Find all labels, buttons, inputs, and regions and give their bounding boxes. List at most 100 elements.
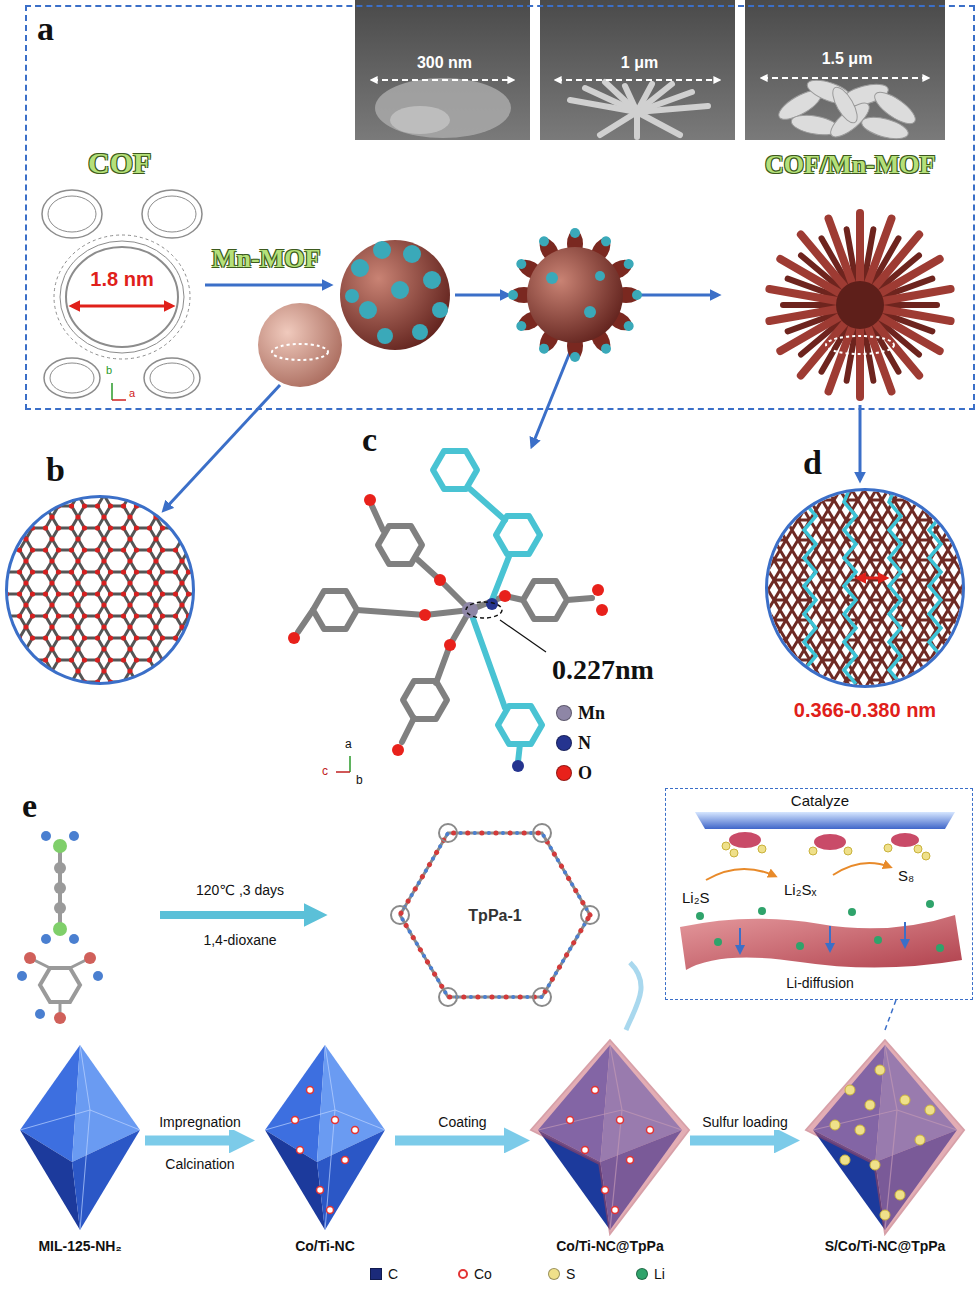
process-label: Mn-MOF [212,244,320,274]
molecule-structure [434,574,446,586]
mof-sphere [412,324,428,340]
material-name: MIL-125-NH₂ [38,1238,121,1254]
molecule-structure [592,584,604,596]
cof-framework [581,906,599,924]
process-arrow [164,385,280,510]
catalysis-scheme [696,900,944,952]
molecule-structure [288,451,608,772]
sem-image: 1 μm [542,2,737,142]
sem-photo [605,82,637,112]
legend-sample [458,1269,468,1279]
process-label: Calcination [165,1156,234,1172]
legend-swatch [556,765,572,781]
catalysis-scheme [936,944,944,952]
material-node: MIL-125-NH₂ [15,1030,145,1260]
monomer-model [24,952,36,964]
cof-structure [50,363,94,393]
catalysis-scheme [844,847,852,855]
material-name: S/Co/Ti-NC@TpPa [825,1238,946,1254]
cof-framework [533,824,551,842]
mof-sphere [351,259,369,277]
legend-item: Li [636,1266,665,1282]
cof-structure [42,190,102,238]
molecule-structure [486,598,498,610]
molecule-structure [288,494,608,756]
legend-swatch [548,1268,560,1280]
scale-bar-label: 1.5 μm [822,50,873,68]
mof-sphere [340,240,450,350]
panel-letter: d [803,443,822,482]
molecule-structure [496,516,540,554]
dimension-label: 0.366-0.380 nm [794,699,936,722]
axis-label: a [129,387,135,400]
urchin-structure [826,336,894,354]
axis-mark [111,383,113,400]
composite-lattice [804,488,941,684]
octahedron-particle [900,1095,910,1105]
catalysis-scheme [739,928,741,952]
molecule-structure [372,506,383,530]
sem-photo [762,77,928,79]
cof-framework [400,833,590,997]
monomer-model [53,922,67,936]
octahedron-particle [582,1147,589,1154]
octahedron-particle [845,1085,855,1095]
molecule-structure [392,744,404,756]
octahedron-particle [915,1135,925,1145]
octahedron-particle [840,1155,850,1165]
molecule-structure [470,489,520,762]
octahedron-particle [830,1120,840,1130]
monomer-model [84,952,96,964]
urchin-structure [836,281,884,329]
monomer-model [69,831,79,841]
octahedron-particle [297,1147,304,1154]
process-arrow [395,1135,516,1145]
mof-sphere [584,306,596,318]
octahedron-particle [332,1117,339,1124]
sem-photo [540,0,735,140]
legend-text: S [566,1266,575,1282]
composite-lattice [765,488,965,688]
cof-framework [439,988,457,1006]
molecule-structure [419,609,431,621]
material-node: Co/Ti-NC [255,1030,395,1260]
octahedron-particle [880,1210,890,1220]
composite-lattice [889,488,901,684]
process-arrow [164,285,860,510]
process-label: Li-diffusion [786,975,853,991]
octahedron-particle [307,1087,314,1094]
assembly-link [626,963,641,1030]
urchin-structure [769,213,950,397]
molecule-structure [523,581,567,619]
process-arrow [205,284,330,287]
octahedron-particle [342,1157,349,1164]
axis-label: c [322,765,328,779]
cof-framework [391,906,409,924]
sem-image: 1.5 μm [747,2,947,142]
molecule-structure [500,620,546,652]
molecule-structure [470,610,505,708]
molecule-structure [498,706,542,744]
panel-letter: b [46,450,65,489]
mof-sphere [373,241,391,259]
octahedron-particle [806,1040,964,1234]
composite-lattice [765,488,965,688]
catalysis-scheme [884,844,892,852]
octahedron-particle [855,1125,865,1135]
legend-swatch [370,1268,382,1280]
axis-mark [112,383,126,400]
material-name: Co/Ti-NC [295,1238,355,1254]
molecule-structure [499,590,511,602]
legend-text: N [578,733,591,754]
dimension-label: 0.227nm [552,654,654,686]
sem-photo [625,86,637,112]
molecule-structure [364,494,376,506]
axis-label: a [345,738,352,752]
legend-swatch [636,1268,648,1280]
mof-sphere [546,272,558,284]
mof-sphere [527,247,623,343]
catalysis-scheme [722,842,730,850]
octahedron-particle [20,1040,964,1234]
